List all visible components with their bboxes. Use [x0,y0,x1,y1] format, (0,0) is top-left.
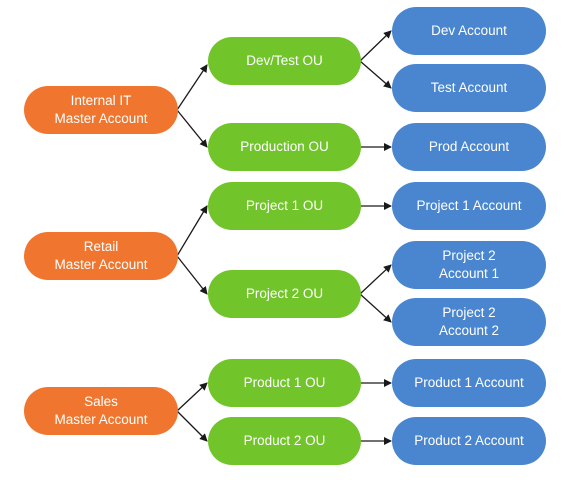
product1-account: Product 1 Account [392,359,546,407]
arrow-dev-test-to-dev [359,30,392,62]
arrow-sales-to-product1 [176,382,208,412]
arrow-sales-to-product2 [176,410,208,442]
arrow-project2-ou-to-account2 [359,293,392,323]
production-ou: Production OU [208,123,361,171]
arrow-retail-to-project2 [176,255,208,295]
project2-account2: Project 2 Account 2 [392,298,546,346]
product1-ou: Product 1 OU [208,359,361,407]
arrow-dev-test-to-test [359,60,392,89]
arrow-retail-to-project1 [176,205,208,257]
arrow-internal-it-to-dev-test [176,64,208,111]
dev-test-ou: Dev/Test OU [208,37,361,85]
sales-master-account: Sales Master Account [24,387,178,435]
product2-ou: Product 2 OU [208,417,361,465]
project1-account: Project 1 Account [392,182,546,230]
arrow-project2-ou-to-account1 [359,264,392,295]
retail-master-account: Retail Master Account [24,232,178,280]
prod-account: Prod Account [392,123,546,171]
test-account: Test Account [392,64,546,112]
internal-it-master-account: Internal IT Master Account [24,86,178,134]
project2-ou: Project 2 OU [208,270,361,318]
project2-account1: Project 2 Account 1 [392,241,546,289]
dev-account: Dev Account [392,7,546,55]
project1-ou: Project 1 OU [208,182,361,230]
arrow-internal-it-to-production [176,109,208,148]
product2-account: Product 2 Account [392,417,546,465]
